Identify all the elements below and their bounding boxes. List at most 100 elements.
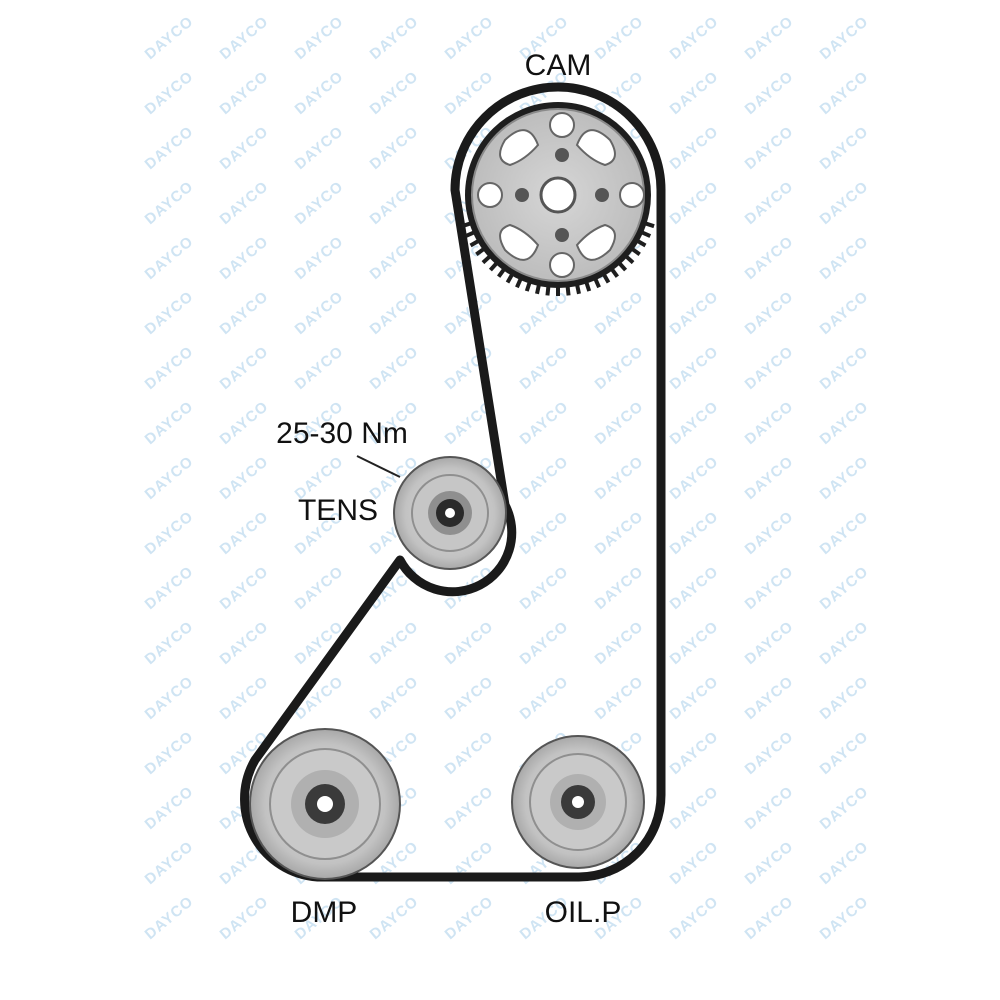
watermark-text: DAYCO	[142, 13, 197, 63]
watermark-text: DAYCO	[742, 563, 797, 613]
watermark-text: DAYCO	[442, 618, 497, 668]
watermark-text: DAYCO	[367, 123, 422, 173]
watermark-text: DAYCO	[817, 838, 872, 888]
watermark-text: DAYCO	[817, 508, 872, 558]
watermark-text: DAYCO	[592, 453, 647, 503]
damper-pulley	[249, 728, 401, 880]
gear-tooth	[584, 281, 592, 292]
oil-pump-pulley	[511, 735, 645, 869]
watermark-text: DAYCO	[517, 618, 572, 668]
label-dmp: DMP	[291, 896, 358, 929]
cam-pulley	[461, 102, 655, 296]
watermark-text: DAYCO	[217, 13, 272, 63]
watermark-text: DAYCO	[817, 233, 872, 283]
watermark-text: DAYCO	[742, 893, 797, 943]
watermark-text: DAYCO	[292, 563, 347, 613]
torque-leader-line	[356, 455, 401, 478]
watermark-text: DAYCO	[217, 343, 272, 393]
gear-tooth	[475, 247, 485, 256]
watermark-text: DAYCO	[217, 233, 272, 283]
watermark-text: DAYCO	[217, 893, 272, 943]
gear-tooth	[481, 255, 491, 265]
watermark-text: DAYCO	[817, 563, 872, 613]
gear-tooth	[524, 281, 532, 292]
gear-tooth	[575, 284, 581, 295]
watermark-text: DAYCO	[292, 13, 347, 63]
watermark-text: DAYCO	[817, 453, 872, 503]
gear-tooth	[515, 278, 523, 289]
watermark-text: DAYCO	[217, 68, 272, 118]
watermark-text: DAYCO	[442, 673, 497, 723]
gear-tooth	[641, 230, 652, 238]
watermark-text: DAYCO	[817, 893, 872, 943]
watermark-text: DAYCO	[292, 233, 347, 283]
watermark-text: DAYCO	[142, 618, 197, 668]
watermark-text: DAYCO	[667, 893, 722, 943]
watermark-text: DAYCO	[292, 178, 347, 228]
watermark-text: DAYCO	[367, 343, 422, 393]
watermark-text: DAYCO	[742, 398, 797, 448]
cam-bolt-holes	[515, 148, 609, 242]
gear-tooth	[644, 221, 655, 229]
watermark-text: DAYCO	[142, 398, 197, 448]
gear-tooth	[631, 247, 641, 256]
watermark-text: DAYCO	[217, 618, 272, 668]
watermark-text: DAYCO	[817, 618, 872, 668]
gear-tooth	[461, 221, 472, 229]
watermark-text: DAYCO	[217, 398, 272, 448]
watermark-text: DAYCO	[292, 123, 347, 173]
watermark-text: DAYCO	[292, 288, 347, 338]
watermark-text: DAYCO	[142, 343, 197, 393]
watermark-text: DAYCO	[742, 288, 797, 338]
watermark-text: DAYCO	[817, 288, 872, 338]
watermark-text: DAYCO	[517, 343, 572, 393]
watermark-text: DAYCO	[142, 508, 197, 558]
gear-tooth	[488, 262, 498, 272]
watermark-text: DAYCO	[142, 673, 197, 723]
watermark-text: DAYCO	[742, 673, 797, 723]
watermark-text: DAYCO	[217, 508, 272, 558]
gear-tooth	[535, 284, 541, 295]
watermark-text: DAYCO	[367, 893, 422, 943]
watermark-text: DAYCO	[742, 453, 797, 503]
cam-gear-teeth	[461, 221, 655, 296]
watermark-text: DAYCO	[367, 13, 422, 63]
gear-tooth	[610, 268, 619, 278]
watermark-text: DAYCO	[517, 453, 572, 503]
gear-tooth	[602, 273, 611, 284]
watermark-text: DAYCO	[742, 728, 797, 778]
watermark-text: DAYCO	[667, 783, 722, 833]
watermark-text: DAYCO	[667, 123, 722, 173]
watermark-text: DAYCO	[817, 673, 872, 723]
watermark-text: DAYCO	[742, 13, 797, 63]
watermark-text: DAYCO	[367, 233, 422, 283]
watermark-text: DAYCO	[592, 13, 647, 63]
watermark-text: DAYCO	[667, 343, 722, 393]
watermark-text: DAYCO	[142, 783, 197, 833]
gear-tooth	[565, 286, 571, 296]
watermark-text: DAYCO	[367, 288, 422, 338]
label-oilp: OIL.P	[545, 896, 622, 929]
watermark-text: DAYCO	[817, 68, 872, 118]
watermark-text: DAYCO	[742, 123, 797, 173]
timing-belt	[240, 82, 666, 882]
watermark-text: DAYCO	[442, 893, 497, 943]
label-torque: 25-30 Nm	[276, 417, 408, 450]
watermark-text: DAYCO	[442, 728, 497, 778]
watermark-text: DAYCO	[142, 453, 197, 503]
watermark-text: DAYCO	[217, 178, 272, 228]
watermark-text: DAYCO	[667, 68, 722, 118]
gear-tooth	[505, 273, 514, 284]
watermark-text: DAYCO	[667, 288, 722, 338]
watermark-text: DAYCO	[667, 563, 722, 613]
watermark-text: DAYCO	[517, 398, 572, 448]
watermark-text: DAYCO	[142, 728, 197, 778]
watermark-text: DAYCO	[592, 398, 647, 448]
watermark-text: DAYCO	[817, 398, 872, 448]
watermark-text: DAYCO	[742, 838, 797, 888]
cam-windows	[477, 112, 645, 278]
watermark-text: DAYCO	[142, 838, 197, 888]
watermark-text: DAYCO	[142, 68, 197, 118]
watermark-text: DAYCO	[592, 673, 647, 723]
